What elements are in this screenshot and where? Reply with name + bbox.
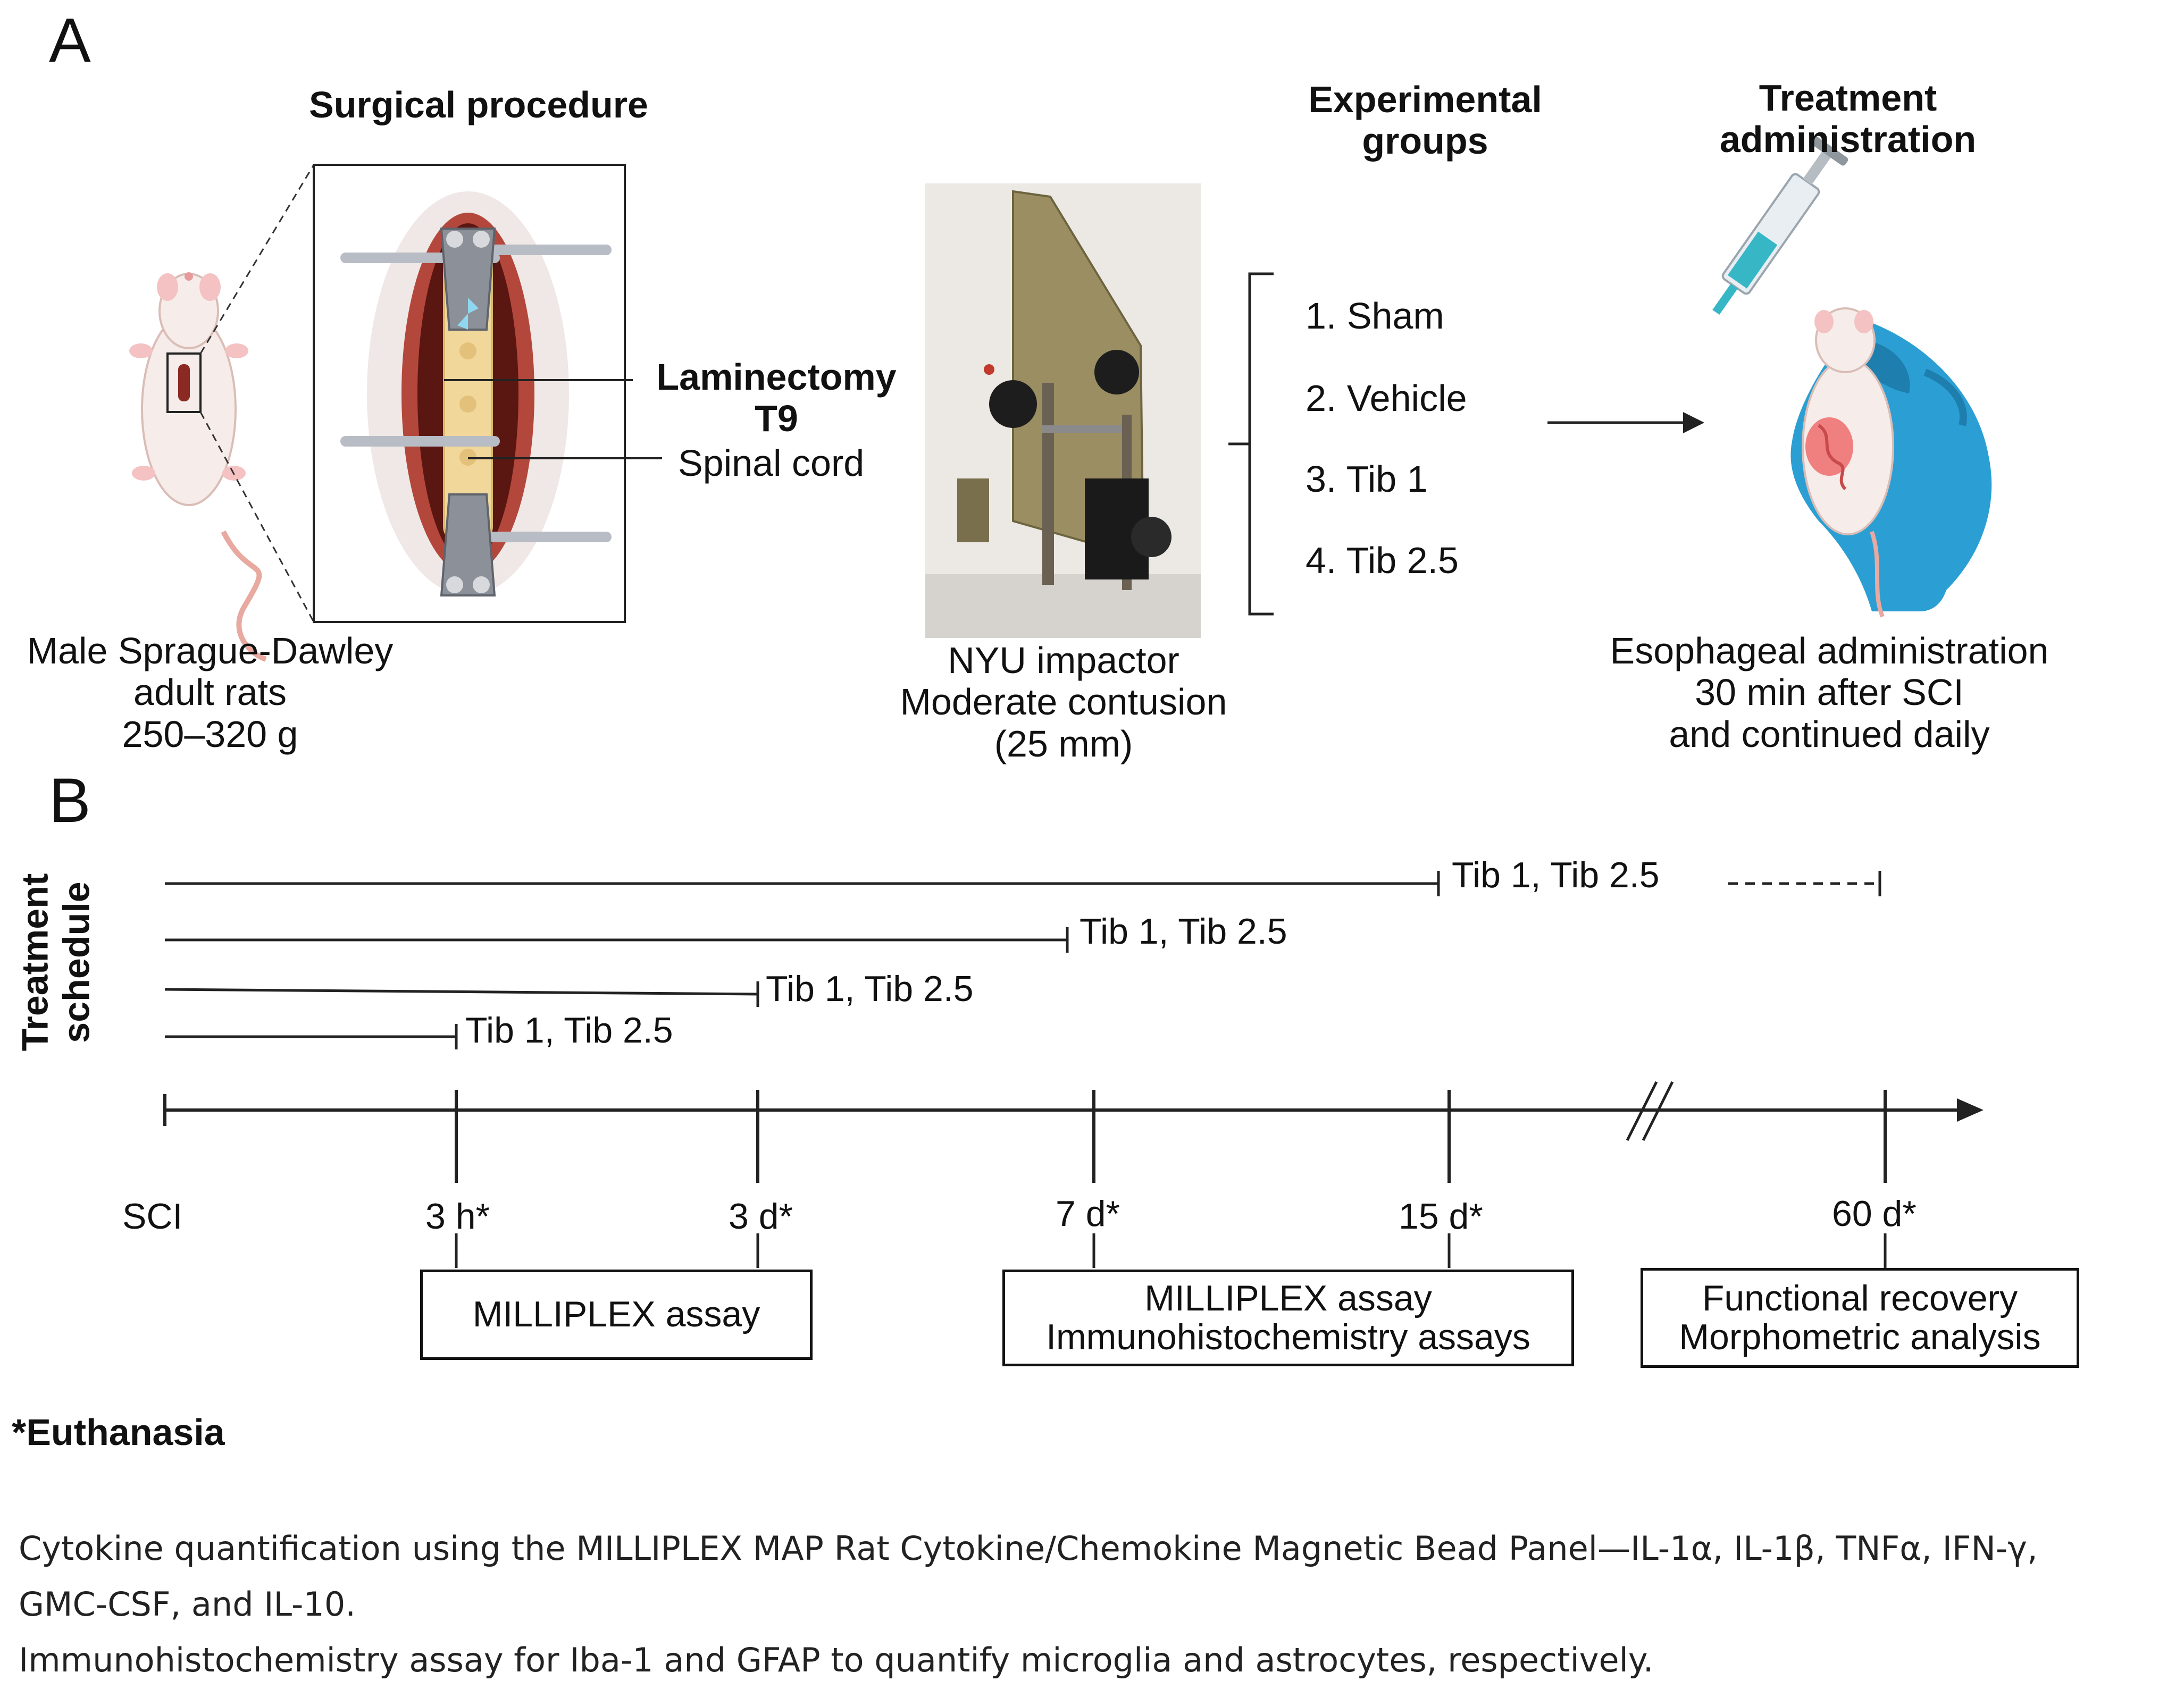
timeline-axis (163, 1081, 1984, 1268)
note-line: Cytokine quantification using the MILLIP… (19, 1529, 2038, 1568)
impactor-caption: NYU impactor Moderate contusion (25 mm) (851, 640, 1276, 764)
laminectomy-label: Laminectomy T9 (635, 356, 917, 440)
panel-a-label: A (49, 5, 91, 75)
schedule-label: Tib 1, Tib 2.5 (465, 1010, 673, 1051)
treatment-title-line-1: Treatment (1759, 77, 1937, 119)
schedule-label: Tib 1, Tib 2.5 (766, 969, 974, 1009)
surgical-title: Surgical procedure (309, 84, 648, 125)
treatment-title-line-2: administration (1719, 119, 1977, 161)
panel-b-label: B (49, 766, 91, 836)
timepoint-label: 15 d* (1399, 1196, 1483, 1237)
impactor-photo (925, 183, 1201, 638)
box-line: Immunohistochemistry assays (1046, 1317, 1530, 1357)
timepoint-label: 60 d* (1832, 1194, 1917, 1234)
schedule-axis-line-1: Treatment (14, 873, 56, 1052)
euthanasia-note: *Euthanasia (12, 1411, 225, 1453)
box-line: Functional recovery (1702, 1278, 2018, 1318)
group-item: 2. Vehicle (1306, 377, 1467, 419)
treatment-title: Treatment administration (1638, 77, 2058, 161)
groups-title-line-1: Experimental (1308, 79, 1542, 120)
schedule-axis-label: Treatment schedule (14, 851, 98, 1074)
group-item: 1. Sham (1306, 295, 1444, 337)
spinal-surgery-illustration (313, 164, 626, 623)
admin-caption-line-2: 30 min after SCI (1695, 671, 1964, 713)
box-line: MILLIPLEX assay (1144, 1278, 1432, 1318)
schedule-axis-line-2: schedule (56, 881, 97, 1043)
gloved-hand-icon (1790, 307, 1992, 618)
timepoint-label: 7 d* (1056, 1194, 1120, 1234)
timepoint-label: SCI (122, 1196, 183, 1237)
spinal-cord-label: Spinal cord (678, 442, 865, 484)
rat-caption-line-3: 250–320 g (122, 713, 298, 755)
syringe-icon (1712, 136, 1848, 315)
impactor-caption-line-1: NYU impactor (948, 640, 1179, 681)
box-line: MILLIPLEX assay (472, 1294, 760, 1335)
group-item: 3. Tib 1 (1306, 458, 1428, 500)
impactor-caption-line-2: Moderate contusion (900, 681, 1227, 723)
timepoint-label: 3 h* (425, 1196, 490, 1237)
admin-caption-line-1: Esophageal administration (1610, 630, 2049, 671)
schedule-label: Tib 1, Tib 2.5 (1080, 911, 1287, 952)
admin-caption-line-3: and continued daily (1669, 713, 1990, 755)
rat-caption: Male Sprague-Dawley adult rats 250–320 g (0, 630, 420, 755)
milliplex-ihc-box: MILLIPLEX assay Immunohistochemistry ass… (1002, 1270, 1574, 1366)
laminectomy-line-2: T9 (755, 398, 798, 440)
rat-caption-line-2: adult rats (133, 671, 287, 713)
note-line: Immunohistochemistry assay for Iba-1 and… (19, 1641, 1654, 1679)
group-item: 4. Tib 2.5 (1306, 540, 1459, 581)
groups-title-line-2: groups (1362, 120, 1488, 162)
functional-recovery-box: Functional recovery Morphometric analysi… (1641, 1268, 2079, 1368)
laminectomy-line-1: Laminectomy (656, 356, 897, 398)
box-line: Morphometric analysis (1679, 1317, 2041, 1357)
rat-icon (129, 272, 267, 662)
groups-title: Experimental groups (1223, 79, 1627, 162)
note-line: GMC-CSF, and IL-10. (19, 1585, 356, 1624)
impactor-caption-line-3: (25 mm) (994, 722, 1133, 764)
schedule-label: Tib 1, Tib 2.5 (1452, 855, 1660, 895)
rat-caption-line-1: Male Sprague-Dawley (27, 630, 394, 671)
milliplex-box-early: MILLIPLEX assay (420, 1270, 813, 1360)
schedule-lines (164, 871, 1881, 1049)
timepoint-label: 3 d* (729, 1196, 793, 1237)
admin-caption: Esophageal administration 30 min after S… (1563, 630, 2095, 755)
